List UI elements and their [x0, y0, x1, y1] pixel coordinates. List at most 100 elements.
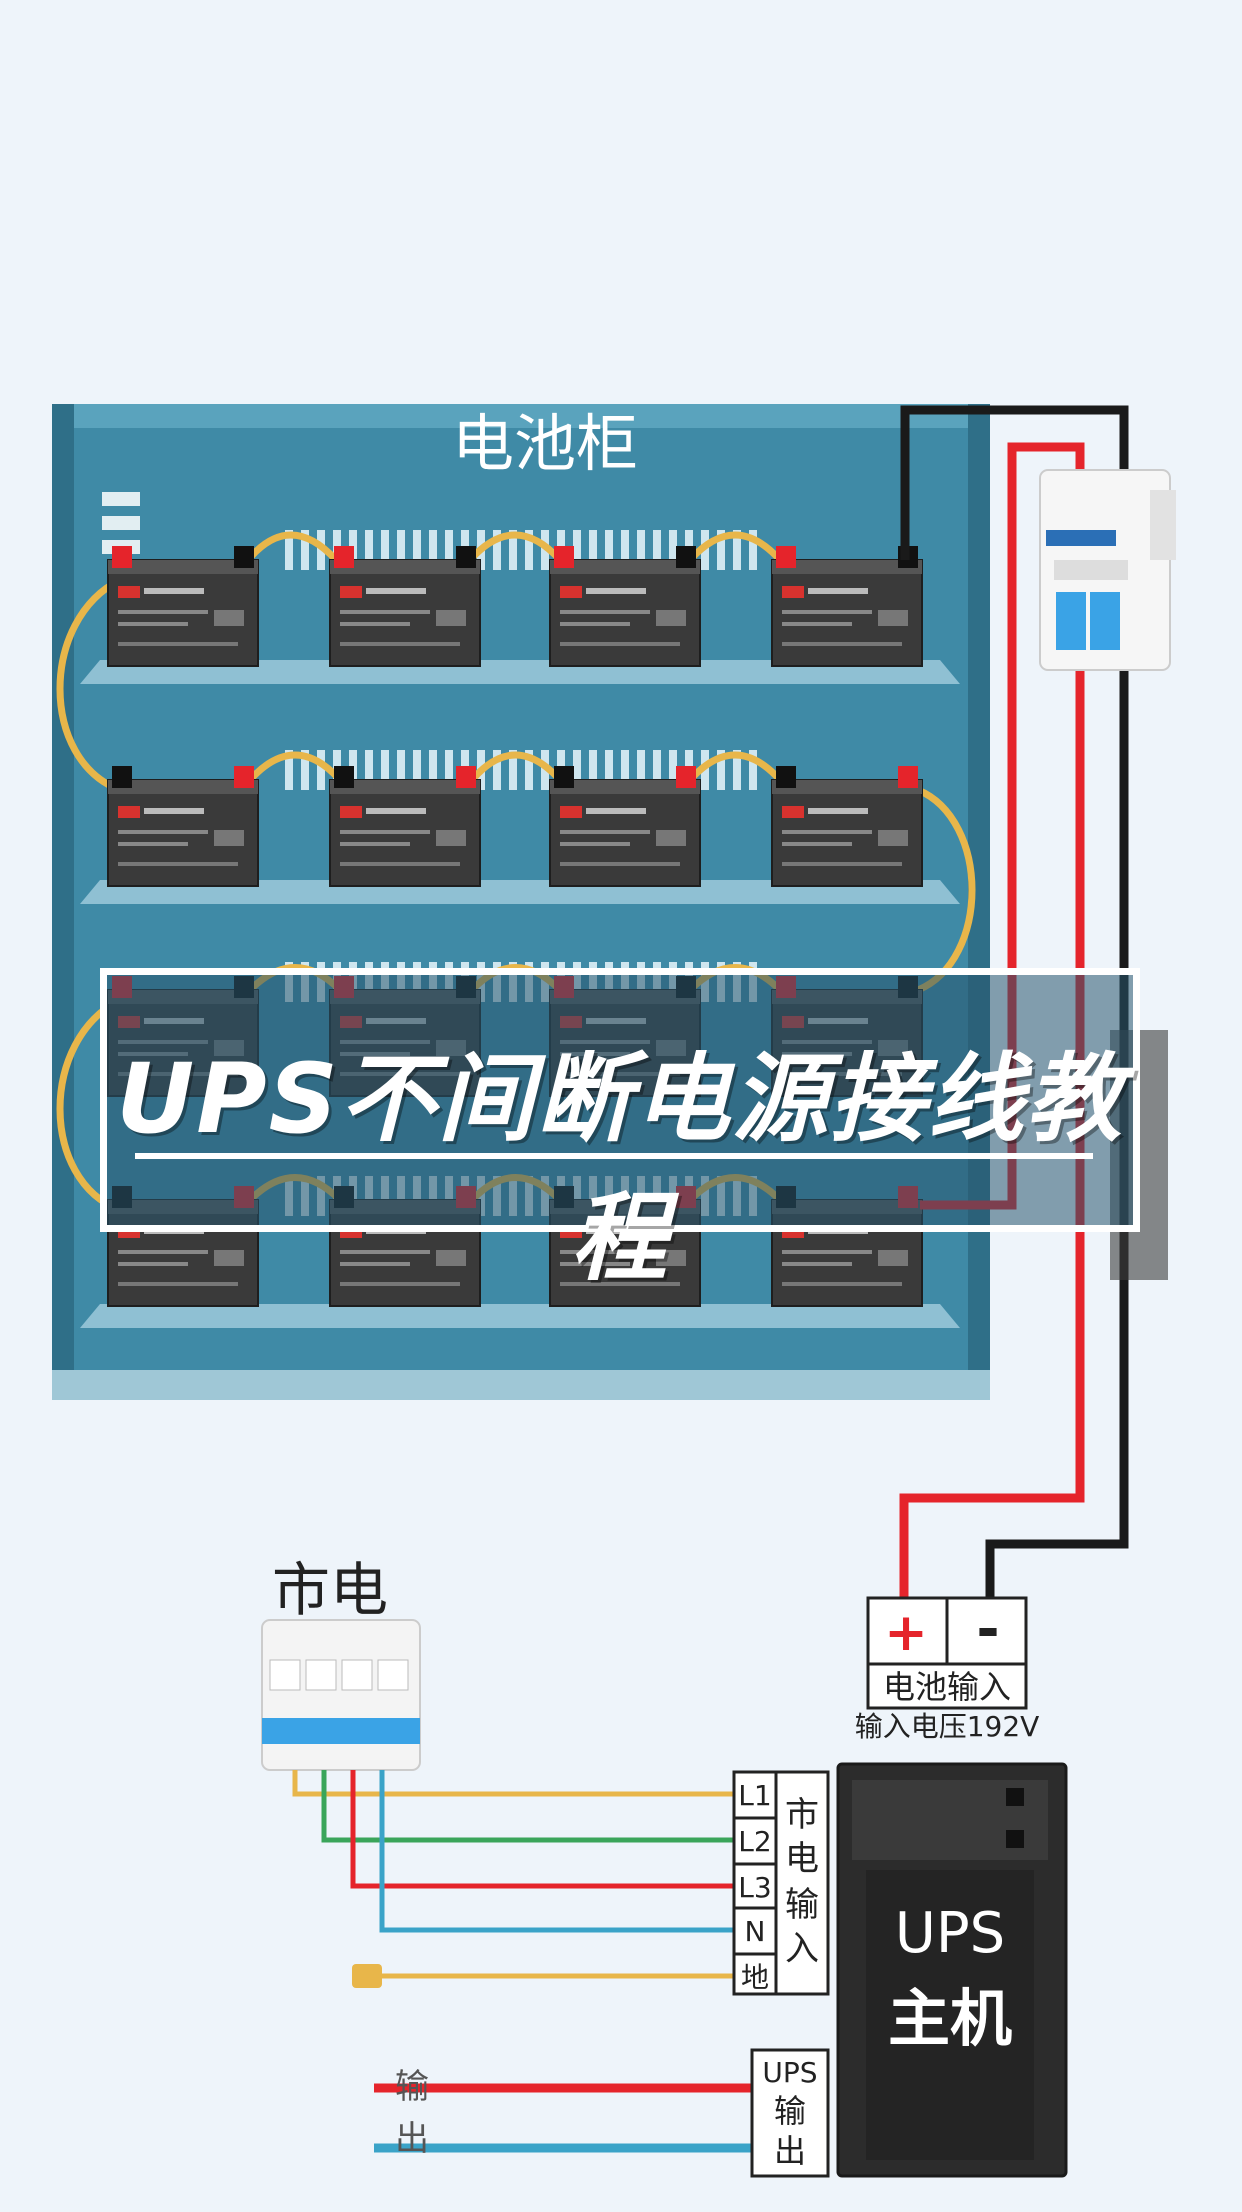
battery-input-terminal: + - 电池输入 输入电压192V	[855, 1596, 1040, 1743]
battery-minus-label: -	[976, 1597, 999, 1662]
ups-output-line3: 出	[774, 2132, 806, 2170]
vent-slat	[621, 530, 629, 570]
battery-terminal	[234, 766, 254, 788]
vent-slat	[285, 750, 293, 790]
vent-slat	[301, 530, 309, 570]
mains-breaker	[261, 1619, 421, 1771]
vent-slat	[365, 750, 373, 790]
title-banner: UPS不间断电源接线教程	[100, 968, 1140, 1294]
vent-slat	[621, 750, 629, 790]
output-wire-char-2: 出	[395, 2119, 429, 2159]
battery-terminal	[334, 766, 354, 788]
vent-slat	[413, 750, 421, 790]
battery-terminal	[112, 766, 132, 788]
ups-title-line1: UPS	[895, 1901, 1005, 1966]
output-wire-char-1: 输	[395, 2067, 429, 2107]
vent-slat	[509, 530, 517, 570]
vent-slat	[429, 530, 437, 570]
terminal-label: L1	[738, 1779, 771, 1812]
vent-slat	[445, 530, 453, 570]
mains-breaker-group: 市电	[261, 1556, 421, 1771]
vent-slat	[413, 530, 421, 570]
vent-slat	[669, 750, 677, 790]
battery	[771, 766, 923, 887]
terminal-label: 地	[741, 1961, 769, 1994]
vent-slat	[605, 530, 613, 570]
vent-slat	[381, 530, 389, 570]
mains-wires	[292, 1770, 734, 1979]
battery	[549, 546, 701, 667]
ups-output-terminal: UPS 输 出	[750, 2048, 830, 2178]
terminal-label: L2	[738, 1825, 771, 1858]
battery	[107, 766, 259, 887]
mains-input-char: 电	[785, 1839, 819, 1879]
terminal-label: N	[745, 1915, 766, 1948]
battery-plus-label: +	[884, 1603, 928, 1663]
battery-terminal	[334, 546, 354, 568]
battery-terminal	[776, 766, 796, 788]
vent-slat	[365, 530, 373, 570]
ups-title-line2: 主机	[888, 1982, 1012, 2055]
vent-slat	[381, 750, 389, 790]
vent-slat	[573, 530, 581, 570]
battery	[549, 766, 701, 887]
battery-terminal	[456, 546, 476, 568]
vent-slat	[669, 530, 677, 570]
vent-slat	[509, 750, 517, 790]
vent-slat	[525, 530, 533, 570]
battery	[329, 546, 481, 667]
vent-slat	[717, 530, 725, 570]
mains-input-char: 入	[785, 1929, 819, 1969]
battery-terminal	[898, 766, 918, 788]
battery-terminal	[234, 546, 254, 568]
vent-slat	[637, 750, 645, 790]
ups-host: UPS 主机	[836, 1762, 1068, 2178]
vent-slat	[573, 750, 581, 790]
ups-output-wires	[374, 2083, 752, 2153]
mains-label: 市电	[272, 1556, 388, 1624]
vent-slat	[397, 530, 405, 570]
vent-slat	[733, 750, 741, 790]
page-title: UPS不间断电源接线教程	[116, 1043, 1124, 1294]
vent-slat	[397, 750, 405, 790]
ups-output-line1: UPS	[762, 2056, 817, 2089]
battery-voltage-label: 输入电压192V	[855, 1710, 1040, 1743]
dc-breaker	[1039, 469, 1176, 671]
battery-terminal	[676, 546, 696, 568]
battery-terminal	[776, 546, 796, 568]
vent-slat	[317, 750, 325, 790]
vent-slat	[493, 530, 501, 570]
battery	[329, 766, 481, 887]
mains-input-char: 输	[785, 1885, 819, 1925]
battery-terminal	[676, 766, 696, 788]
vent-slat	[525, 750, 533, 790]
vent-slat	[653, 530, 661, 570]
vent-slat	[733, 530, 741, 570]
battery-terminal	[112, 546, 132, 568]
vent-slat	[637, 530, 645, 570]
vent-slat	[605, 750, 613, 790]
vent-slat	[445, 750, 453, 790]
cabinet-label: 电池柜	[452, 407, 638, 480]
battery-terminal	[554, 766, 574, 788]
shelves	[80, 660, 960, 1328]
vent-slat	[301, 750, 309, 790]
vent-slat	[285, 530, 293, 570]
ground-plug	[352, 1964, 382, 1988]
battery-input-label: 电池输入	[883, 1668, 1011, 1706]
vent-slat	[717, 750, 725, 790]
vent-slat	[749, 530, 757, 570]
vent-slat	[429, 750, 437, 790]
battery	[771, 546, 923, 667]
battery-terminal	[554, 546, 574, 568]
vent-slat	[589, 530, 597, 570]
ups-output-line2: 输	[774, 2092, 806, 2130]
battery-terminal	[456, 766, 476, 788]
title-underline	[135, 1153, 1093, 1159]
mains-input-char: 市	[785, 1795, 819, 1835]
vent-slat	[493, 750, 501, 790]
vent-slat	[749, 750, 757, 790]
battery	[107, 546, 259, 667]
